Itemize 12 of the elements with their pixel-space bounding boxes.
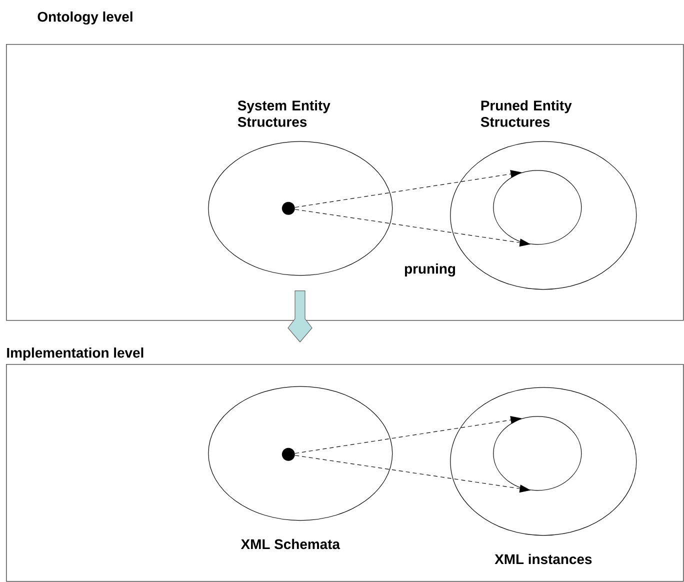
set-label: Pruned Entity Structures	[480, 100, 572, 127]
level-heading: Ontology level	[38, 11, 132, 25]
block-arrow	[288, 290, 312, 342]
set-label: System Entity Structures	[238, 100, 330, 127]
dot	[282, 448, 295, 461]
set-label: XML instances	[494, 554, 592, 564]
level-heading: Implementation level	[7, 348, 144, 360]
dot	[282, 202, 295, 215]
edge-label: pruning	[403, 262, 457, 278]
set-label: XML Schemata	[240, 538, 340, 550]
inner-ellipse	[493, 416, 582, 491]
inner-ellipse	[493, 170, 582, 245]
